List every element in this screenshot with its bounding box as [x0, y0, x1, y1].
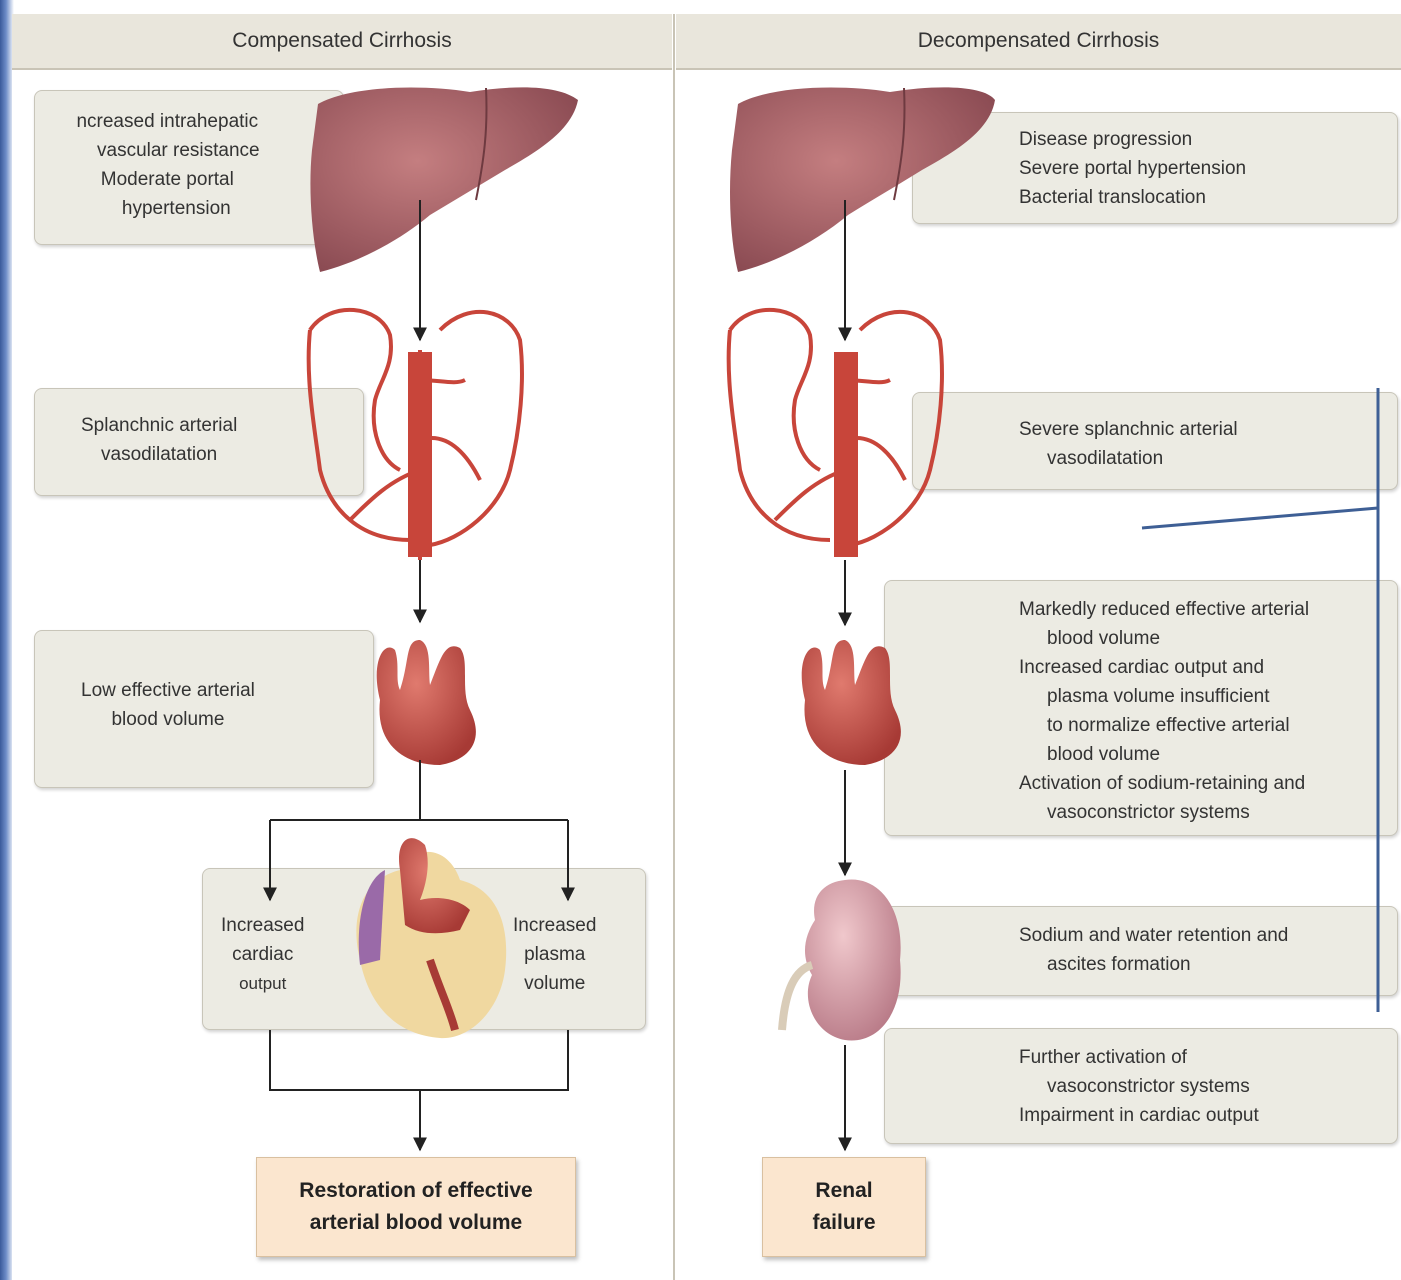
annotation-bracket	[1142, 388, 1378, 1012]
heart-icon	[356, 838, 506, 1038]
aorta-icon	[377, 640, 476, 765]
aorta-segment	[834, 352, 858, 557]
liver-icon	[730, 87, 995, 272]
aorta-icon	[802, 640, 901, 765]
aorta-segment	[408, 352, 432, 557]
kidney-icon	[782, 880, 901, 1041]
liver-icon	[310, 87, 578, 272]
